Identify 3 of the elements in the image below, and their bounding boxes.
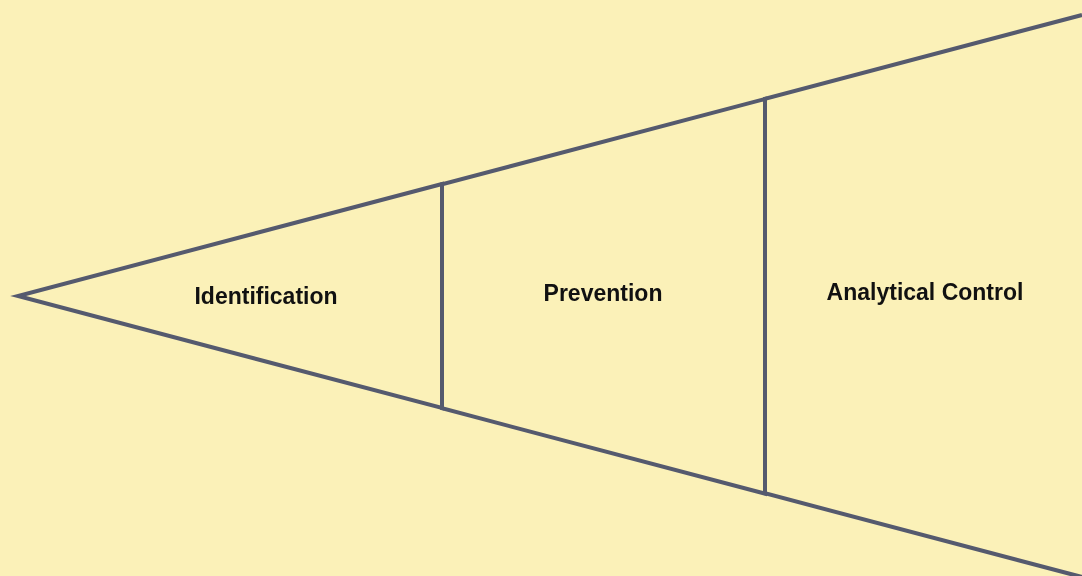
segment-label: Prevention [543, 279, 663, 307]
segment-label: Identification [194, 282, 338, 310]
segment-label: Analytical Control [826, 278, 1024, 306]
